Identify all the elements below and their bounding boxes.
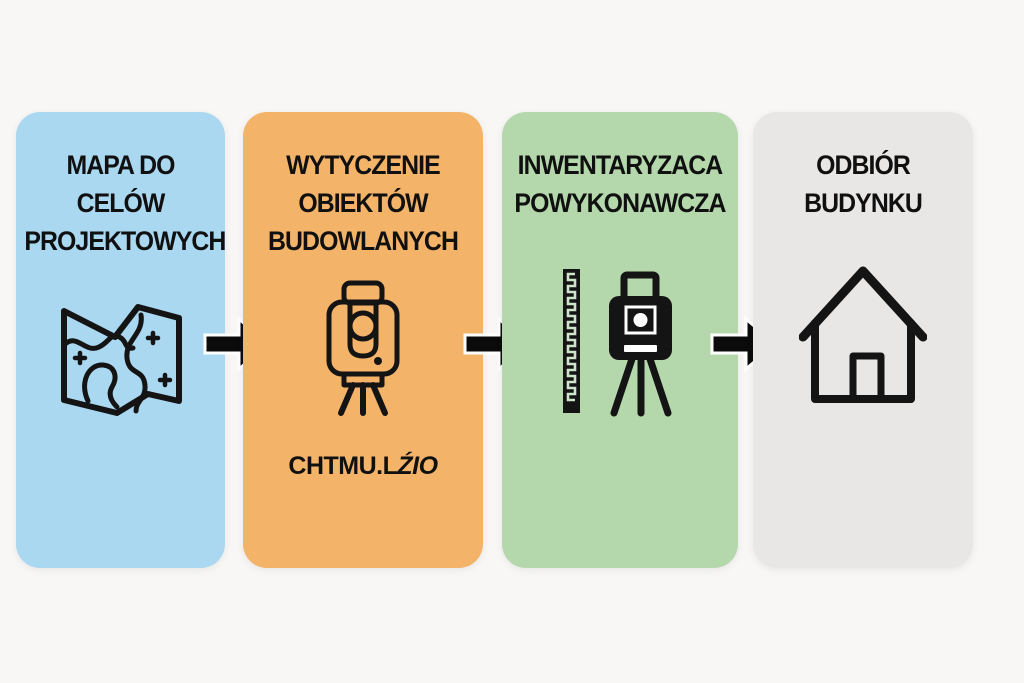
map-icon bbox=[60, 304, 182, 416]
step-title: MAPA DO CELÓW PROJEKTOWYCH bbox=[24, 150, 226, 256]
watermark-normal: CHTMU.L bbox=[288, 452, 398, 480]
step-title: WYTYCZENIE OBIEKTÓW BUDOWLANYCH bbox=[268, 150, 459, 256]
step-icon-wrap bbox=[16, 298, 225, 420]
step-card-inwentaryzacja: INWENTARYZACA POWYKONAWCZA bbox=[502, 112, 738, 568]
total-station-outline-icon bbox=[326, 280, 400, 416]
leveling-rod-total-station-icon bbox=[563, 269, 672, 417]
step-icon-wrap bbox=[243, 280, 483, 418]
step-card-odbior-budynku: ODBIÓR BUDYNKU bbox=[753, 112, 973, 568]
step-title: ODBIÓR BUDYNKU bbox=[804, 150, 923, 218]
watermark-text: CHTMU.LŹIO bbox=[243, 452, 483, 481]
watermark-italic: ŹIO bbox=[397, 452, 438, 480]
step-icon-wrap bbox=[753, 264, 973, 406]
house-icon bbox=[799, 266, 927, 403]
step-title: INWENTARYZACA POWYKONAWCZA bbox=[514, 150, 726, 218]
step-card-mapa-do-celow: MAPA DO CELÓW PROJEKTOWYCH bbox=[16, 112, 226, 568]
step-card-wytyczenie: WYTYCZENIE OBIEKTÓW BUDOWLANYCH CHTMU.L bbox=[243, 112, 483, 568]
step-icon-wrap bbox=[502, 265, 738, 417]
